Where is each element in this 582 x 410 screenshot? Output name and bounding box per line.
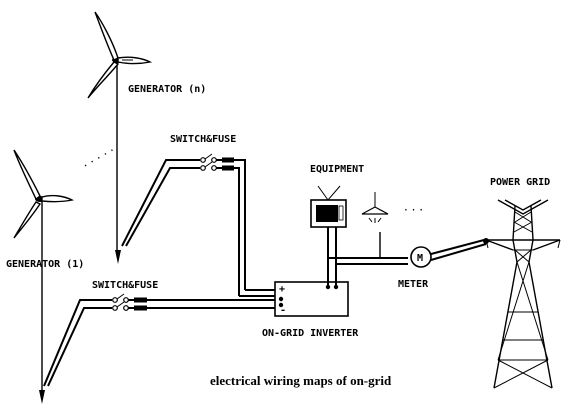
turbine-n-blade-2 xyxy=(117,56,153,65)
tower-waist xyxy=(512,239,534,263)
switch-bottom-contact-b xyxy=(112,305,118,311)
switch-top-lever-a xyxy=(204,153,213,160)
fuse-bottom-a xyxy=(134,297,147,303)
generator-1-label: GENERATOR (1) xyxy=(6,259,84,270)
power-grid-tower xyxy=(485,199,561,389)
turbine-1-blade-2 xyxy=(41,194,75,203)
tower-base-cross-2 xyxy=(493,359,553,389)
meter-label: METER xyxy=(398,279,429,290)
power-grid-label: POWER GRID xyxy=(490,177,550,188)
tower-base-legs xyxy=(493,261,553,389)
turbine-1-blade-3 xyxy=(13,201,42,239)
switch-bottom-lever-a xyxy=(116,293,125,300)
wire-meter-to-grid-b xyxy=(430,243,487,261)
switch-top-contact-c xyxy=(211,157,217,163)
tower-waist-lattice xyxy=(513,249,533,263)
switch-top-contact-a xyxy=(200,157,206,163)
switch-fuse-top xyxy=(121,153,246,296)
tv-controls xyxy=(338,205,344,221)
tower-mid-arm-braces xyxy=(485,239,561,251)
equipment-label: EQUIPMENT xyxy=(310,164,364,175)
switch-fuse-bottom xyxy=(43,289,280,387)
turbine-n-ground-icon xyxy=(115,250,121,264)
wire-gen-1-upper xyxy=(43,299,112,387)
equipment-ellipsis: · · · xyxy=(404,203,423,217)
wire-top-to-inverter-b xyxy=(234,167,240,296)
turbine-n-blade-3 xyxy=(87,61,120,99)
tv-antenna xyxy=(317,185,341,201)
turbine-1-ground-icon xyxy=(39,390,45,404)
meter-icon: M xyxy=(410,246,432,268)
fuse-bottom-b xyxy=(134,305,147,311)
tower-base-cross-1 xyxy=(497,261,549,361)
wire-top-to-inverter-a xyxy=(234,159,246,290)
generators-ellipsis: · · · · · xyxy=(81,143,118,172)
inverter-terminal-b xyxy=(278,302,284,308)
switch-top-lever-b xyxy=(204,161,213,168)
inverter-minus-label: - xyxy=(280,305,286,316)
inverter-output-a xyxy=(325,284,331,290)
wire-meter-to-grid-a xyxy=(430,239,485,255)
wire-gen-1-lower xyxy=(47,307,112,387)
switch-bottom-contact-a xyxy=(112,297,118,303)
lamp-rays xyxy=(368,217,382,223)
tower-base-horizontals xyxy=(498,311,548,361)
wire-gen-n-upper xyxy=(121,159,200,247)
switch-bottom-lever-b xyxy=(116,301,125,308)
diagram-caption: electrical wiring maps of on-grid xyxy=(210,373,392,388)
switch-fuse-bottom-label: SWITCH&FUSE xyxy=(92,280,158,291)
tower-insulators xyxy=(485,239,561,249)
tower-upper-lattice xyxy=(513,211,533,233)
turbine-1-blade-1 xyxy=(13,149,41,201)
tower-top-arm-inner xyxy=(504,199,542,211)
generator-n-label: GENERATOR (n) xyxy=(128,84,206,95)
switch-bottom-contact-c xyxy=(123,297,129,303)
meter-symbol: M xyxy=(417,253,423,264)
wind-turbine-n xyxy=(87,11,153,264)
switch-fuse-top-label: SWITCH&FUSE xyxy=(170,134,236,145)
fuse-top-b xyxy=(222,165,234,171)
wire-gen-n-lower xyxy=(125,167,200,247)
wind-turbine-1 xyxy=(13,149,75,404)
inverter-plus-label: + xyxy=(279,284,285,295)
meter-circle xyxy=(410,246,432,268)
tv-icon xyxy=(310,185,347,228)
fuse-top-a xyxy=(222,157,234,163)
switch-top-contact-d xyxy=(211,165,217,171)
inverter-output-b xyxy=(333,284,339,290)
tower-top-arm xyxy=(497,199,549,215)
switch-bottom-contact-d xyxy=(123,305,129,311)
inverter-terminal-a xyxy=(278,296,284,302)
tower-upper-legs xyxy=(512,205,534,241)
turbine-n-blade-1 xyxy=(94,11,119,61)
tv-screen xyxy=(316,205,338,222)
inverter-label: ON-GRID INVERTER xyxy=(262,328,359,339)
lamp-icon xyxy=(361,192,389,223)
switch-top-contact-b xyxy=(200,165,206,171)
on-grid-inverter: + - xyxy=(274,281,349,317)
lamp-shade xyxy=(361,206,389,215)
